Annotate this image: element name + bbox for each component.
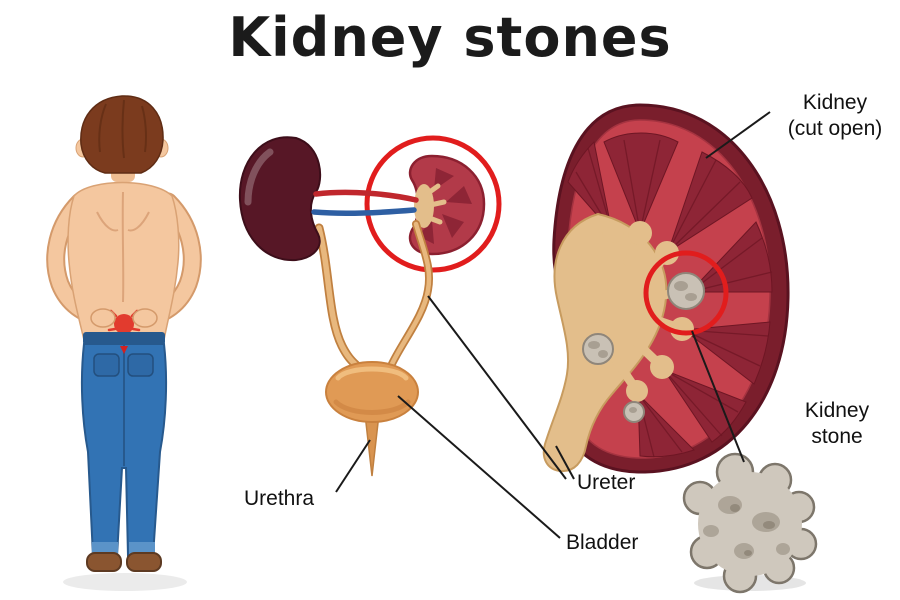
connector-urethra: [335, 439, 371, 493]
waistband: [83, 332, 165, 345]
connector-bladder: [397, 395, 561, 539]
highlight-circle: [643, 250, 729, 336]
stone-texture-dark: [730, 504, 775, 556]
connector-kidney-stone: [691, 330, 745, 463]
label-bladder: Bladder: [566, 531, 639, 554]
belt-mark: [120, 346, 128, 354]
mini-calyces: [421, 183, 447, 225]
left-cuff: [92, 542, 118, 554]
whole-kidney: [238, 136, 322, 262]
right-cuff: [129, 542, 155, 554]
label-urethra: Urethra: [244, 487, 315, 510]
mini-cut-kidney: [408, 154, 486, 256]
hands: [90, 308, 158, 328]
bladder-highlight: [335, 366, 409, 381]
right-pocket: [127, 353, 154, 377]
large-kidney-cut-open: [542, 103, 790, 474]
pain-spot: [114, 314, 134, 334]
page-title: Kidney stones: [228, 6, 672, 69]
left-ureter: [314, 223, 362, 371]
renal-vessels: [311, 189, 419, 217]
bladder-shape: [325, 361, 419, 477]
renal-pyramids: [567, 132, 773, 458]
stone-body: [682, 452, 818, 594]
right-ureter: [387, 220, 434, 370]
urinary-system: [238, 135, 502, 477]
renal-vein: [311, 207, 417, 217]
connector-kidney-cut-open: [705, 111, 771, 159]
jeans: [80, 332, 168, 557]
stones-in-kidney: [582, 272, 705, 423]
back-muscle-lines: [96, 191, 150, 303]
label-kidney-cut-open: Kidney (cut open): [787, 91, 883, 140]
bladder-shade: [333, 399, 411, 415]
head: [75, 95, 169, 174]
kidney-highlight: [244, 148, 274, 206]
connector-ureter-left: [427, 295, 567, 480]
label-kidney-stone: Kidney stone: [804, 399, 870, 448]
left-pocket: [93, 353, 120, 377]
man-figure: [46, 95, 202, 591]
kidney-stone-large: [682, 452, 818, 594]
connector-lines: [335, 111, 771, 539]
floor-shadow: [63, 573, 187, 591]
renal-artery: [313, 189, 419, 203]
hair-strands: [98, 99, 147, 159]
label-ureter: Ureter: [577, 471, 636, 494]
connector-ureter-right: [555, 445, 575, 480]
shoes: [86, 552, 162, 572]
